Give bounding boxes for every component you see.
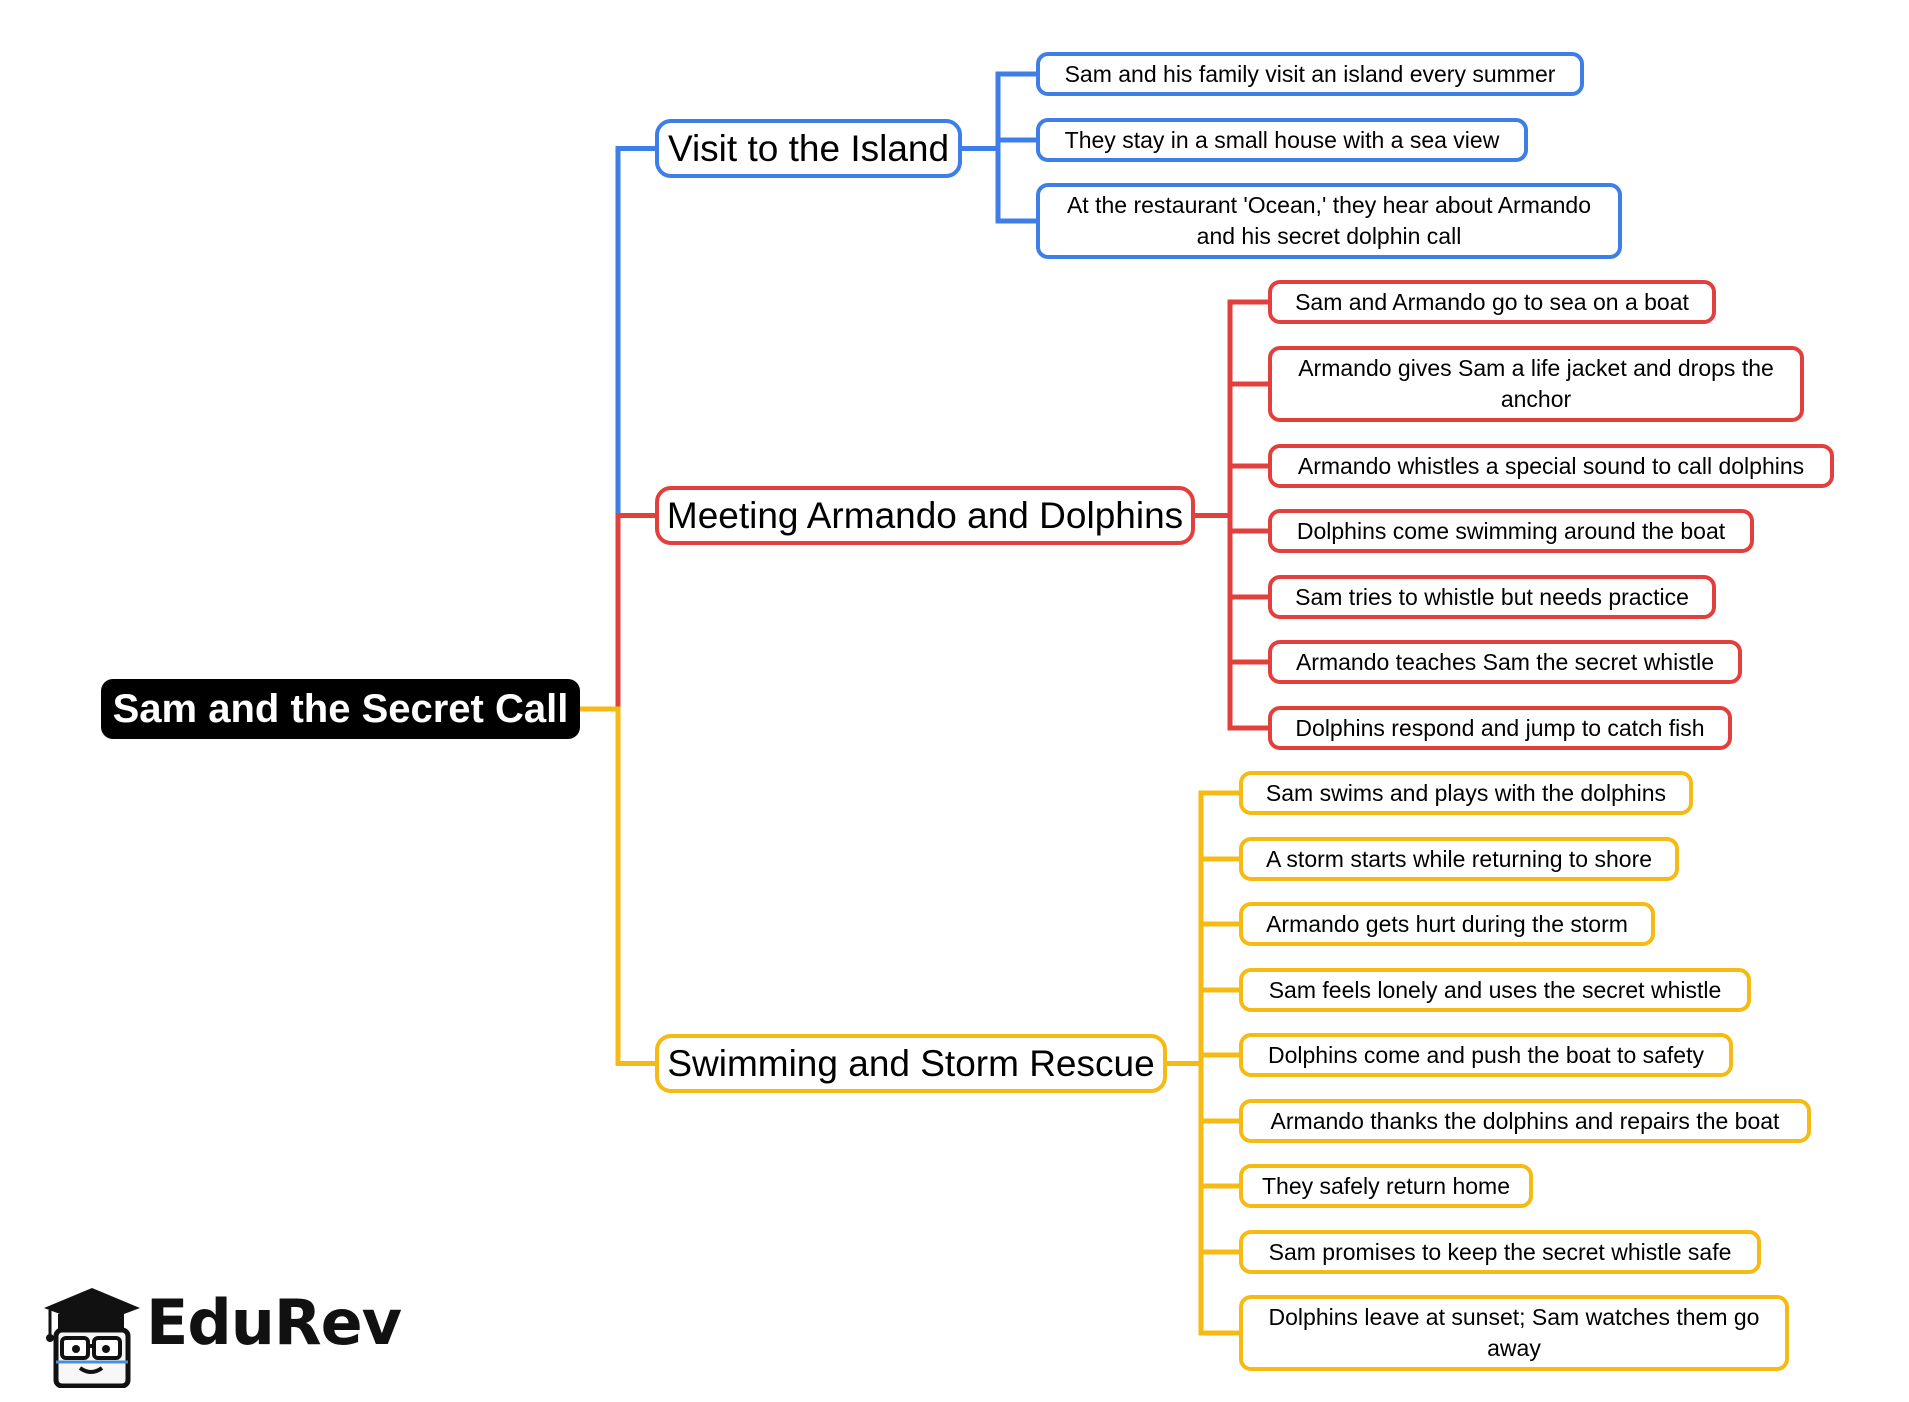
leaf-visit-3: At the restaurant 'Ocean,' they hear abo… (1036, 183, 1622, 259)
leaf-rescue-5: Dolphins come and push the boat to safet… (1239, 1033, 1733, 1077)
branch-meeting-armando-and-dolphins: Meeting Armando and Dolphins (655, 486, 1195, 545)
leaf-rescue-2: A storm starts while returning to shore (1239, 837, 1679, 881)
leaf-rescue-1: Sam swims and plays with the dolphins (1239, 771, 1693, 815)
leaf-visit-1: Sam and his family visit an island every… (1036, 52, 1584, 96)
leaf-visit-2: They stay in a small house with a sea vi… (1036, 118, 1528, 162)
leaf-rescue-9: Dolphins leave at sunset; Sam watches th… (1239, 1295, 1789, 1371)
leaf-rescue-3: Armando gets hurt during the storm (1239, 902, 1655, 946)
root-node: Sam and the Secret Call (101, 679, 580, 739)
leaf-meeting-7: Dolphins respond and jump to catch fish (1268, 706, 1732, 750)
leaf-rescue-6: Armando thanks the dolphins and repairs … (1239, 1099, 1811, 1143)
leaf-rescue-8: Sam promises to keep the secret whistle … (1239, 1230, 1761, 1274)
edurev-logo: EduRev (28, 1268, 402, 1398)
leaf-meeting-1: Sam and Armando go to sea on a boat (1268, 280, 1716, 324)
leaf-meeting-4: Dolphins come swimming around the boat (1268, 509, 1754, 553)
logo-text: EduRev (146, 1286, 402, 1359)
graduation-cap-mascot-icon (44, 1288, 140, 1388)
leaf-meeting-5: Sam tries to whistle but needs practice (1268, 575, 1716, 619)
leaf-rescue-7: They safely return home (1239, 1164, 1533, 1208)
branch-visit-to-the-island: Visit to the Island (655, 119, 962, 178)
leaf-meeting-2: Armando gives Sam a life jacket and drop… (1268, 346, 1804, 422)
leaf-meeting-6: Armando teaches Sam the secret whistle (1268, 640, 1742, 684)
leaf-meeting-3: Armando whistles a special sound to call… (1268, 444, 1834, 488)
leaf-rescue-4: Sam feels lonely and uses the secret whi… (1239, 968, 1751, 1012)
branch-swimming-and-storm-rescue: Swimming and Storm Rescue (655, 1034, 1167, 1093)
